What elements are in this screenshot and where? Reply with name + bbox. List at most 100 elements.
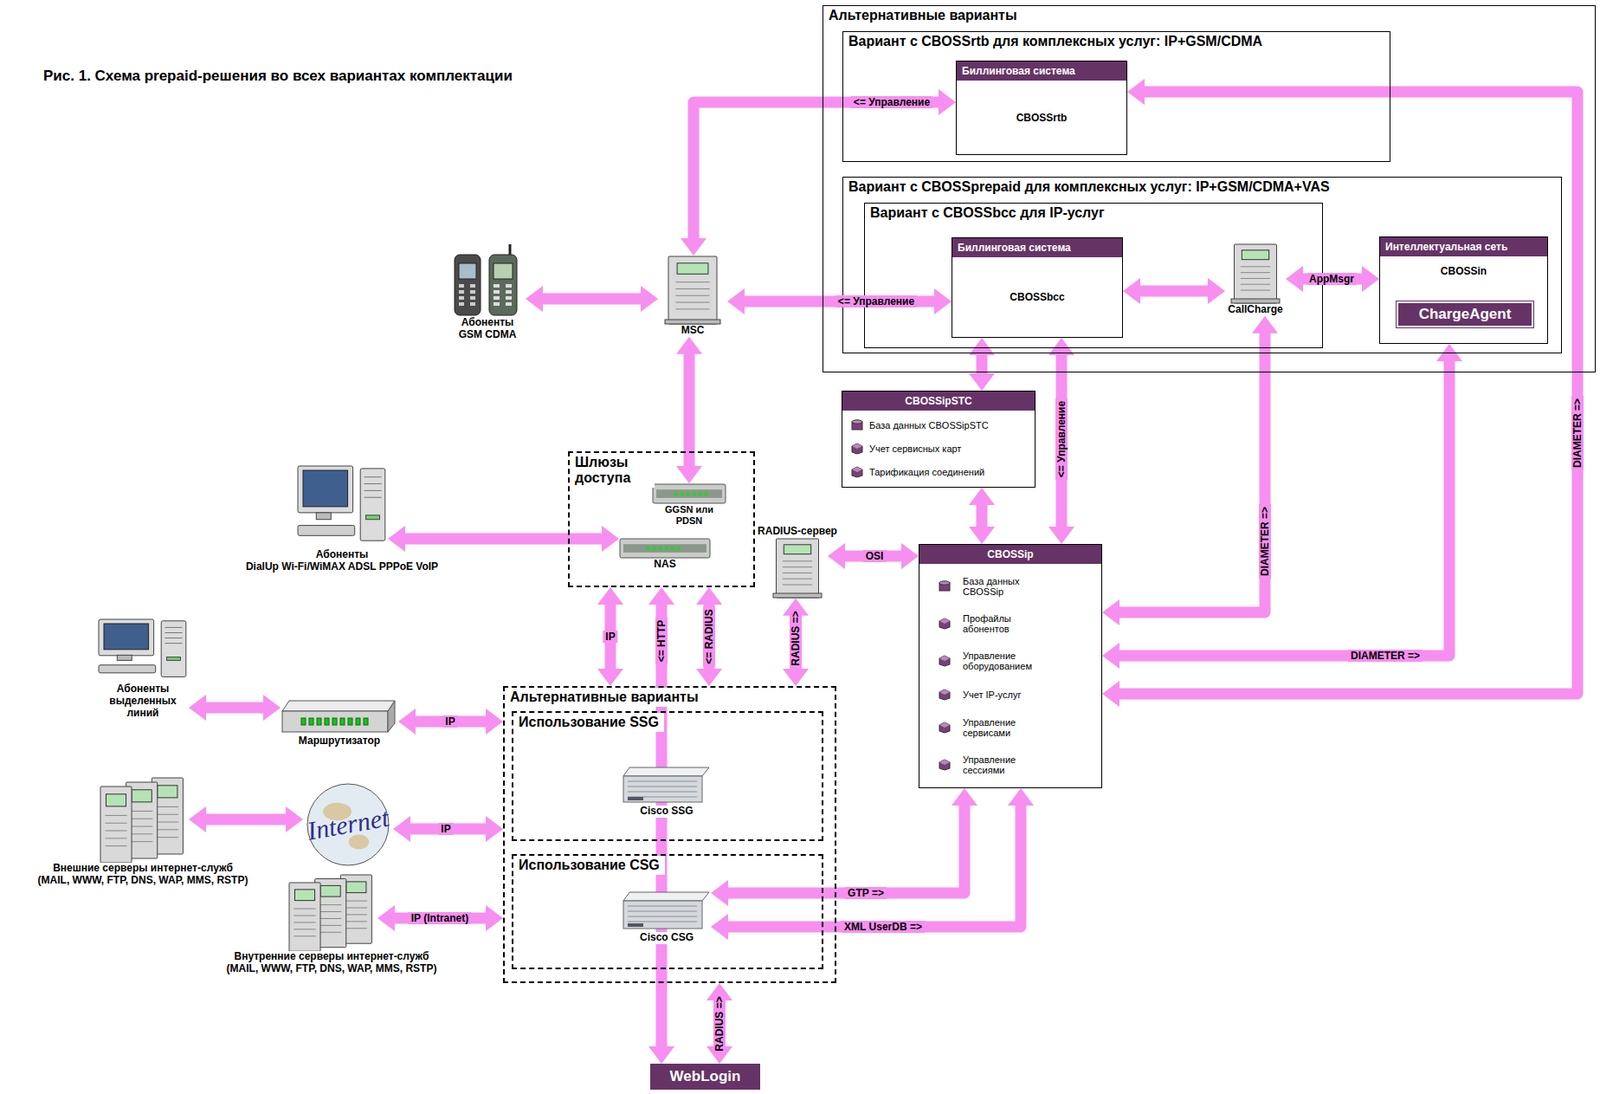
device-icon xyxy=(96,775,189,863)
item-list: База данных CBOSSipПрофайлы абонентовУпр… xyxy=(919,563,1102,788)
connector-label: IP xyxy=(602,630,618,643)
device-icon xyxy=(767,537,828,599)
device-icon xyxy=(619,537,711,559)
component-box: ChargeAgent xyxy=(1396,301,1534,328)
device-icon xyxy=(651,483,727,504)
connector-label: <= RADIUS xyxy=(703,606,716,666)
arrow-head xyxy=(901,542,919,569)
arrow-head xyxy=(827,542,846,569)
connector xyxy=(204,702,265,714)
arrow-head xyxy=(680,238,707,256)
connector-group xyxy=(1048,337,1075,544)
arrow-head xyxy=(1102,680,1120,707)
system-box: Интеллектуальная сетьCBOSSinChargeAgent xyxy=(1379,236,1549,344)
group-title: Альтернативные варианты xyxy=(823,6,1023,26)
connector-group xyxy=(968,337,995,391)
device-icon xyxy=(622,763,711,806)
arrow-head xyxy=(1361,265,1380,292)
group-box: Альтернативные вариантыИспользование SSG… xyxy=(503,685,837,983)
item-row: База данных CBOSSipSTC xyxy=(842,419,1035,432)
arrow-head xyxy=(782,668,809,686)
box-text: CBOSSrtb xyxy=(956,80,1127,155)
connector-label: IP xyxy=(438,822,453,835)
device-node: Абоненты выделенных линий xyxy=(96,617,189,719)
device-label: АбонентыDialUp Wi-Fi/WiMAX ADSL PPPoE Vo… xyxy=(244,548,440,574)
group-box: Использование SSGCisco SSG xyxy=(511,710,824,841)
arrow-head xyxy=(1436,343,1463,362)
arrow-head xyxy=(485,904,504,931)
connector xyxy=(393,912,488,924)
connector-group xyxy=(525,285,659,312)
arrow-head xyxy=(968,526,995,544)
connector xyxy=(408,823,488,835)
connector-group xyxy=(727,288,952,315)
arrow-head xyxy=(968,487,995,505)
box-text: CBOSSbcc xyxy=(952,257,1123,337)
connector-group xyxy=(710,787,978,906)
arrow-head xyxy=(188,694,207,721)
device-caption: CallCharge xyxy=(1225,303,1284,317)
group-title: Вариант с CBOSSrtb для комплексных услуг… xyxy=(843,32,1268,52)
device-caption: MSC xyxy=(679,324,707,337)
device-caption: GGSN или PDSN xyxy=(658,503,720,526)
device-node: АбонентыDialUp Wi-Fi/WiMAX ADSL PPPoE Vo… xyxy=(296,464,388,574)
module-box: CBOSSipSTCБаза данных CBOSSipSTCУчет сер… xyxy=(841,390,1036,488)
connector xyxy=(1138,285,1210,297)
connector-label: RADIUS => xyxy=(713,993,726,1053)
device-caption: Абоненты выделенных линий xyxy=(103,683,183,719)
arrow-head xyxy=(285,806,304,833)
group-title: Вариант с CBOSSbcc для IP-услуг xyxy=(864,203,1110,223)
arrow-head xyxy=(1285,265,1304,292)
arrow-head xyxy=(1007,787,1034,806)
connector xyxy=(726,803,1021,927)
item-text: Тарификация соединений xyxy=(869,466,985,478)
device-node: Абоненты GSM CDMA xyxy=(449,242,526,342)
arrow-head xyxy=(1102,599,1120,626)
system-box: Биллинговая системаCBOSSrtb xyxy=(955,60,1128,155)
arrow-head xyxy=(387,525,406,552)
connector-label: <= Управление xyxy=(835,295,917,308)
box-text: CBOSSin xyxy=(1380,256,1548,278)
item-text: Учет сервисных карт xyxy=(869,443,962,454)
arrow-head xyxy=(938,89,956,116)
device-node: MSC xyxy=(658,255,728,337)
device-caption: (MAIL, WWW, FTP, DNS, WAP, MMS, RSTP) xyxy=(225,962,439,975)
connector xyxy=(1117,359,1450,656)
connector-group xyxy=(680,89,956,256)
device-caption: RADIUS-сервер xyxy=(755,525,839,538)
module-box: CBOSSipБаза данных CBOSSipПрофайлы абоне… xyxy=(918,543,1103,788)
arrow-head xyxy=(696,587,723,605)
item-icon xyxy=(938,758,951,771)
connector-label: RADIUS => xyxy=(789,607,802,668)
figure-title: Рис. 1. Схема prepaid-решения во всех ва… xyxy=(43,67,513,85)
item-text: Управление сервисами xyxy=(962,716,1060,738)
device-node: Внутренние серверы интернет-служб(MAIL, … xyxy=(285,872,378,975)
item-icon xyxy=(851,465,864,478)
item-row: Управление сессиями xyxy=(919,754,1102,775)
item-row: База данных CBOSSip xyxy=(919,575,1102,597)
group-box: Использование CSGCisco CSG xyxy=(511,853,824,969)
connector xyxy=(976,503,988,529)
connector-group xyxy=(597,587,624,686)
device-label: GGSN или PDSN xyxy=(658,503,720,526)
device-label: Cisco SSG xyxy=(638,805,695,818)
device-node: NAS xyxy=(619,537,711,571)
arrow-head xyxy=(676,465,703,484)
arrow-head xyxy=(710,879,729,906)
box-text: WebLogin xyxy=(670,1067,742,1085)
connector xyxy=(541,293,643,305)
device-node: GGSN или PDSN xyxy=(651,483,727,526)
device-icon xyxy=(449,242,526,317)
connector-label: DIAMETER => xyxy=(1571,395,1584,471)
device-node: Внешние серверы интернет-служб(MAIL, WWW… xyxy=(96,775,189,887)
arrow-head xyxy=(1102,642,1120,669)
item-row: Профайлы абонентов xyxy=(919,612,1102,634)
device-label: CallCharge xyxy=(1225,303,1284,317)
device-label: Абоненты выделенных линий xyxy=(103,683,183,719)
item-text: Управление оборудованием xyxy=(962,650,1060,671)
connector xyxy=(1301,273,1364,285)
connector-group xyxy=(782,598,809,686)
device-node: Cisco CSG xyxy=(622,888,711,944)
arrow-head xyxy=(696,668,723,686)
